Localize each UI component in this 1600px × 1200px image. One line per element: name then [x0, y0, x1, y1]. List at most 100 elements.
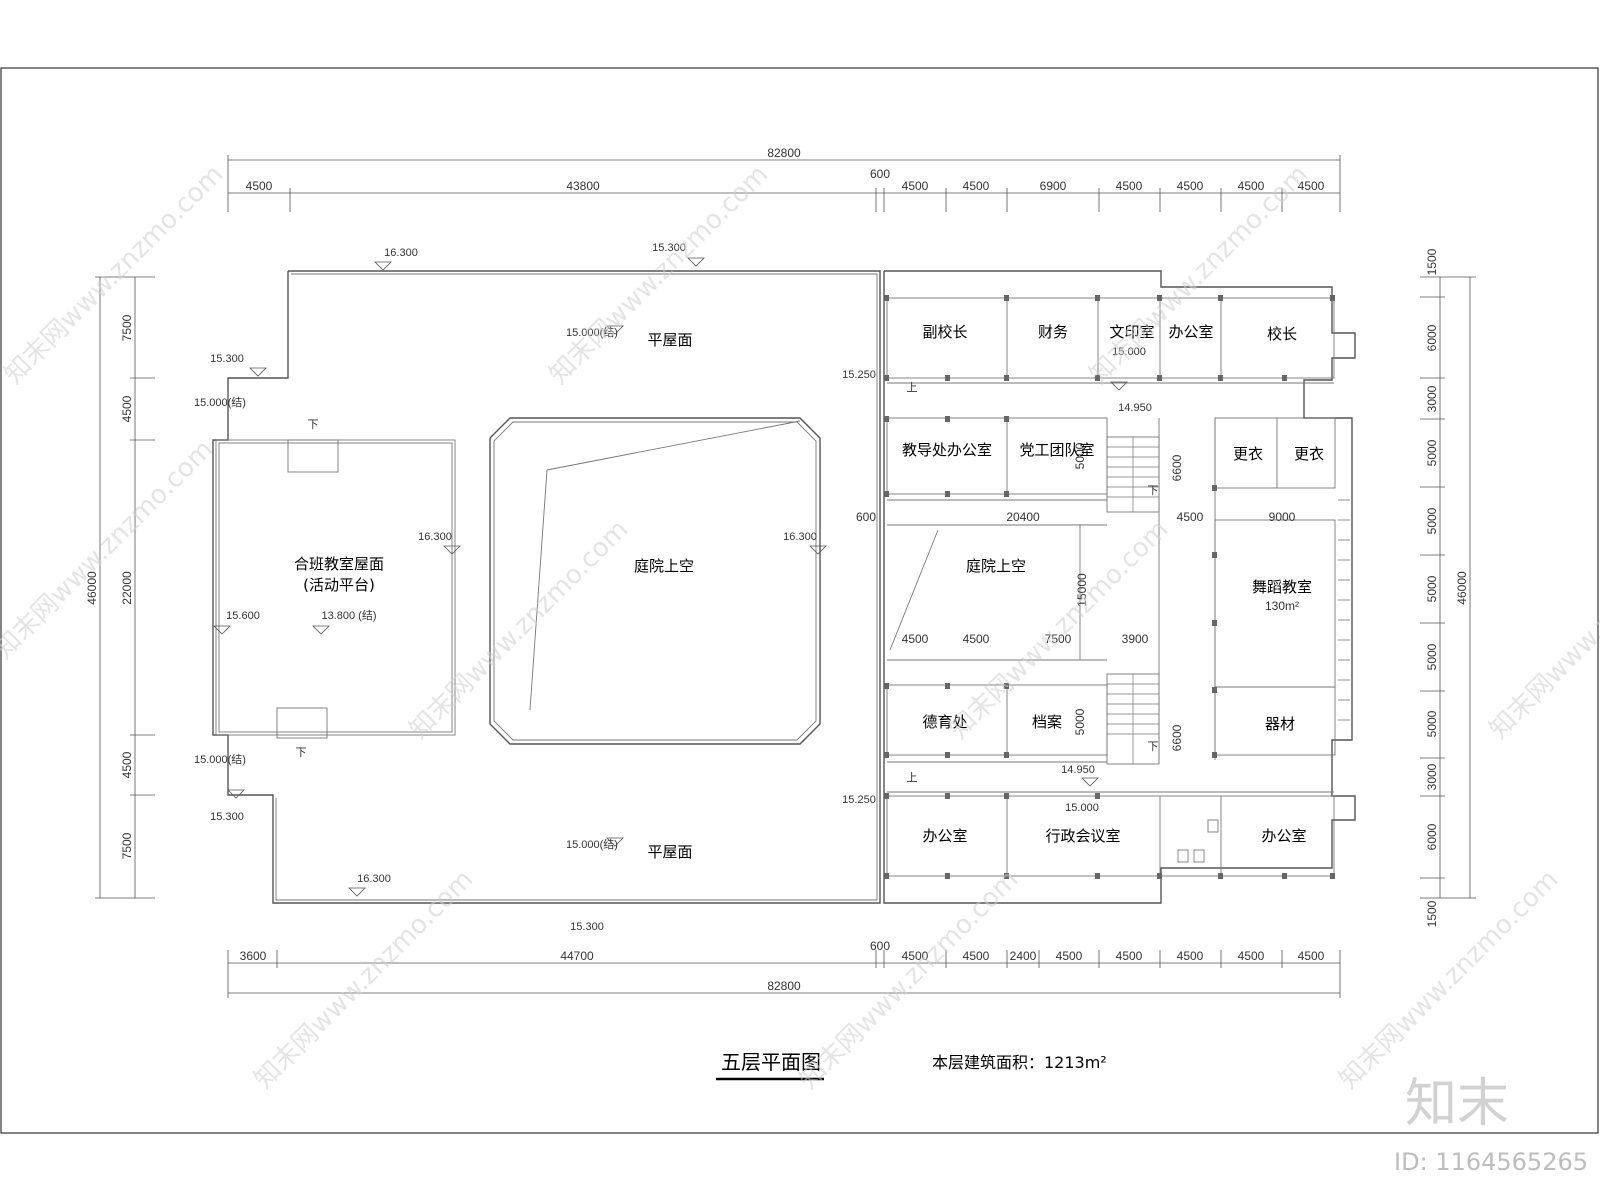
dim-inner: 3900	[1122, 632, 1149, 646]
dim-right-total: 46000	[1455, 571, 1469, 605]
room-changing-1: 更衣	[1233, 445, 1263, 463]
elevation-label: 16.300	[357, 873, 391, 885]
dim-right-seg: 6000	[1425, 823, 1439, 850]
elevation-label: 15.000(结)	[566, 838, 618, 851]
elevation-label: 15.300	[652, 242, 686, 254]
dim-bottom-seg: 3600	[240, 949, 267, 963]
stair-down-label: 下	[308, 419, 319, 431]
room-labels: 副校长 财务 文印室 办公室 校长 教导处办公室 党工团队室 更衣 更衣 舞蹈教…	[294, 323, 1324, 861]
dim-left-seg: 22000	[120, 571, 134, 605]
room-courtyard-right: 庭院上空	[966, 557, 1026, 575]
room-academic-office: 教导处办公室	[902, 441, 992, 459]
watermark-text: 知末网www.znzmo.com	[0, 159, 229, 390]
dim-right-seg: 1500	[1425, 900, 1439, 927]
floor-area-label: 本层建筑面积：1213m²	[932, 1053, 1107, 1072]
dim-inner: 4500	[1177, 510, 1204, 524]
dim-left-total: 46000	[85, 571, 99, 605]
dim-left-seg: 4500	[120, 751, 134, 778]
room-flat-roof-top: 平屋面	[647, 331, 692, 349]
dim-bottom-seg: 4500	[963, 949, 990, 963]
elevation-label: 16.300	[783, 531, 817, 543]
watermark-text: 知末网www.znzmo.com	[944, 514, 1175, 745]
building-walls	[212, 270, 1356, 904]
room-dance-classroom: 舞蹈教室	[1252, 578, 1312, 596]
dimensions-top: 82800 4500 43800 600 4500 4500 6900 4500…	[227, 146, 1341, 212]
watermark-text: 知末网www.znzmo.com	[404, 514, 635, 745]
elevation-label: 14.950	[1061, 764, 1095, 776]
elevation-label: 16.300	[418, 531, 452, 543]
dim-inner: 7500	[1045, 632, 1072, 646]
dim-bottom-seg: 600	[870, 939, 890, 953]
dim-inner: 5000	[1073, 708, 1087, 735]
dim-top-seg: 4500	[1238, 179, 1265, 193]
room-moral-education: 德育处	[922, 713, 967, 731]
elevation-label: 15.300	[210, 353, 244, 365]
room-class-roof: 合班教室屋面	[294, 555, 384, 573]
sheet-frame	[0, 67, 1599, 1134]
elevation-label: 15.000(结)	[566, 326, 618, 339]
watermark-text: 知末网www.znzmo.com	[0, 434, 219, 665]
dimensions-right: 46000 1500 6000 3000 5000 5000 5000 5000…	[1420, 248, 1476, 927]
elevation-label: 15.300	[210, 811, 244, 823]
dimensions-bottom: 3600 44700 600 4500 4500 2400 4500 4500 …	[227, 939, 1341, 998]
dim-top-seg: 43800	[566, 179, 600, 193]
elevation-label: 15.000	[1112, 346, 1146, 358]
elevation-label: 15.250	[842, 794, 876, 806]
elevation-label: 15.300	[570, 921, 604, 933]
dimensions-left: 46000 7500 4500 22000 4500 7500	[85, 276, 155, 899]
dim-right-seg: 5000	[1425, 575, 1439, 602]
dim-bottom-total: 82800	[767, 979, 801, 993]
dim-bottom-seg: 4500	[1056, 949, 1083, 963]
elevation-marks: 16.300 15.300 15.300 15.000(结) 15.000(结)…	[194, 242, 1158, 933]
room-class-roof-sub: (活动平台)	[303, 576, 375, 594]
room-dance-area: 130m²	[1265, 599, 1299, 613]
dim-top-total: 82800	[767, 146, 801, 160]
dim-top-seg: 600	[870, 167, 890, 181]
room-admin-meeting: 行政会议室	[1045, 827, 1120, 845]
elevation-label: 15.000(结)	[194, 753, 246, 766]
dim-inner: 6600	[1170, 724, 1184, 751]
elevation-label: 15.250	[842, 369, 876, 381]
dim-right-seg: 5000	[1425, 710, 1439, 737]
dim-right-seg: 3000	[1425, 763, 1439, 790]
dim-bottom-seg: 4500	[1116, 949, 1143, 963]
dim-inner: 600	[856, 510, 876, 524]
room-print: 文印室	[1109, 323, 1154, 341]
dim-top-seg: 4500	[246, 179, 273, 193]
watermark-text: 知末网www.znzmo.com	[1334, 864, 1565, 1095]
elevation-label: 13.800 (结)	[321, 609, 376, 622]
watermarks: 知末网www.znzmo.com 知末网www.znzmo.com 知末网www…	[0, 159, 1600, 1176]
dim-right-seg: 3000	[1425, 385, 1439, 412]
room-vice-principal: 副校长	[922, 323, 967, 341]
watermark-text: 知末网www.znzmo.com	[1484, 514, 1600, 745]
elevation-label: 15.000	[1065, 802, 1099, 814]
stair-down-label: 下	[1148, 741, 1159, 753]
room-office-top: 办公室	[1168, 323, 1213, 341]
dim-left-seg: 7500	[120, 832, 134, 859]
dim-bottom-seg: 4500	[1177, 949, 1204, 963]
dim-top-seg: 6900	[1040, 179, 1067, 193]
dim-bottom-seg: 4500	[1238, 949, 1265, 963]
watermark-text: 知末网www.znzmo.com	[249, 864, 480, 1095]
room-principal: 校长	[1267, 325, 1297, 343]
stair-down-label: 下	[296, 747, 307, 759]
dim-right-seg: 1500	[1425, 248, 1439, 275]
room-office-bottom-right: 办公室	[1261, 827, 1306, 845]
dim-top-seg: 4500	[1298, 179, 1325, 193]
dim-right-seg: 5000	[1425, 643, 1439, 670]
room-finance: 财务	[1038, 323, 1068, 341]
stair-down-label: 下	[1148, 485, 1159, 497]
dim-inner: 6600	[1170, 454, 1184, 481]
dim-bottom-seg: 4500	[902, 949, 929, 963]
dim-left-seg: 4500	[120, 395, 134, 422]
dim-inner: 15000	[1075, 573, 1089, 607]
elevation-label: 16.300	[384, 247, 418, 259]
elevation-label: 15.000(结)	[194, 396, 246, 409]
room-changing-2: 更衣	[1294, 445, 1324, 463]
dim-right-seg: 5000	[1425, 439, 1439, 466]
dim-inner: 20400	[1006, 510, 1040, 524]
dim-inner: 4500	[902, 632, 929, 646]
dim-bottom-seg: 2400	[1010, 949, 1037, 963]
inner-dimensions: 600 20400 4500 9000 15000 4500 4500 7500…	[856, 442, 1296, 751]
